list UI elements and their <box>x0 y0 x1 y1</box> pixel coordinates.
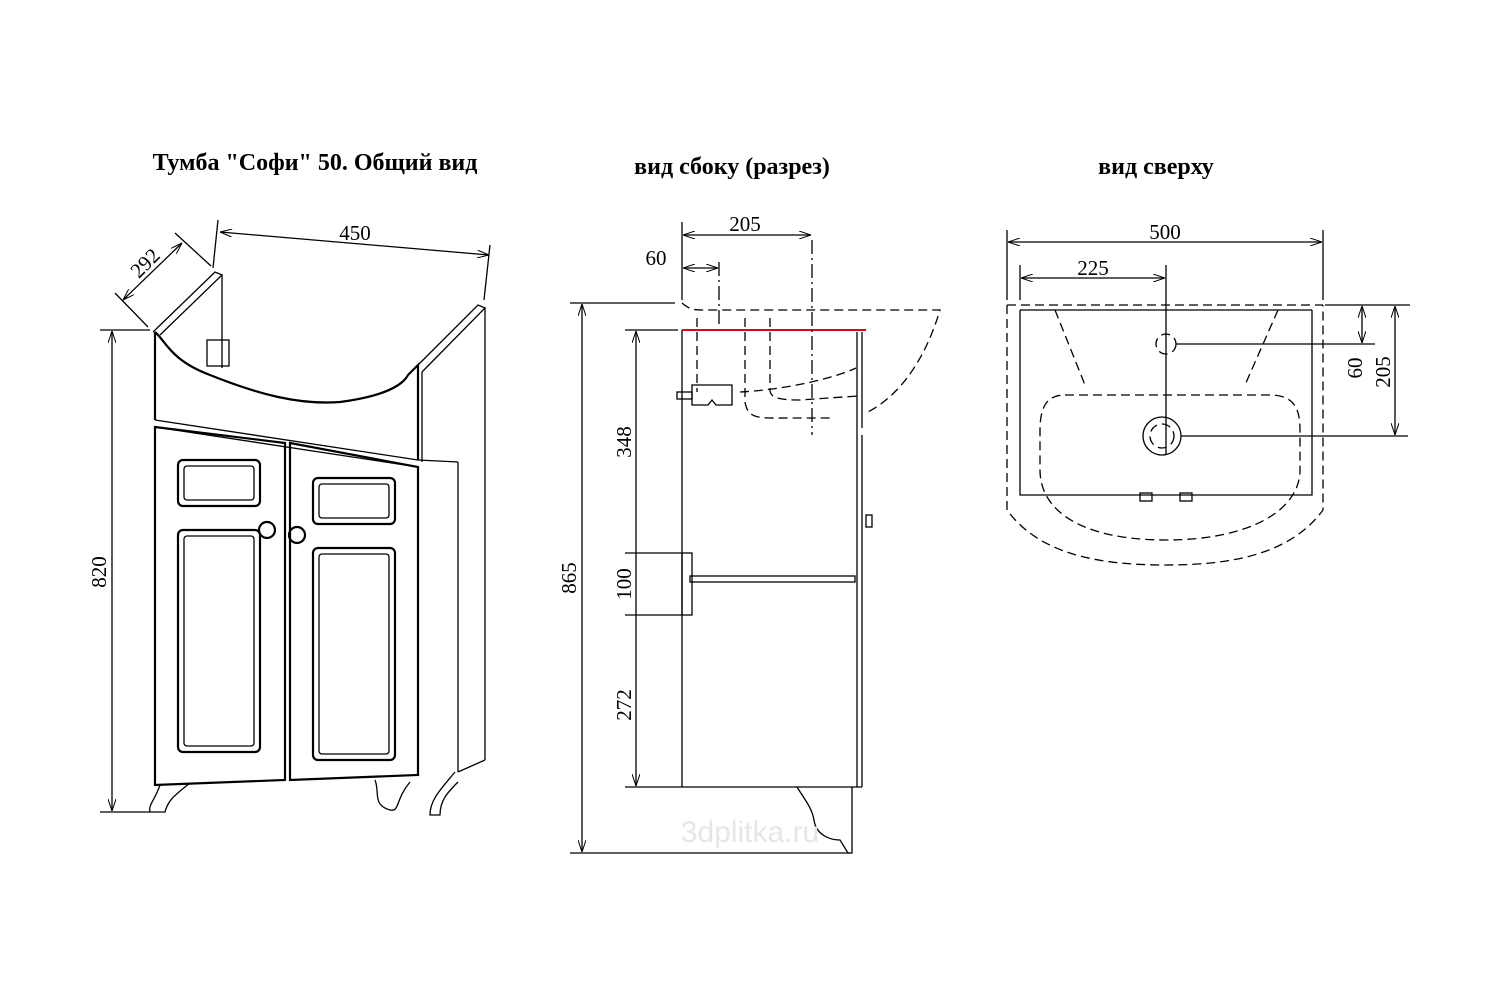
title-top-view: вид сверху <box>1098 154 1214 180</box>
title-general-view: Тумба "Софи" 50. Общий вид <box>153 150 478 176</box>
dimension-292: 292 <box>114 232 212 328</box>
dim-depth-label: 292 <box>125 243 164 282</box>
watermark: 3dplitka.ru <box>681 816 819 849</box>
dim-205-label: 205 <box>729 212 761 236</box>
title-side-view: вид сбоку (разрез) <box>634 154 830 180</box>
shelf <box>689 575 856 583</box>
door-knob-left <box>257 520 277 540</box>
dim-100-label: 100 <box>612 568 636 600</box>
dim-60-top-label: 60 <box>1343 358 1367 379</box>
dim-60-label: 60 <box>646 246 667 270</box>
dim-225-label: 225 <box>1077 256 1109 280</box>
cabinet-side-view <box>676 240 941 854</box>
dimension-820: 820 <box>87 329 150 813</box>
cabinet-general-view <box>149 271 487 816</box>
dim-500-label: 500 <box>1149 220 1181 244</box>
dim-348-label: 348 <box>612 426 636 458</box>
dim-272-label: 272 <box>612 689 636 721</box>
top-view-dimensions: 500 225 60 205 <box>1006 220 1410 435</box>
side-view-dimensions: 205 60 865 348 100 272 <box>557 212 850 854</box>
dimension-450: 450 <box>212 219 491 301</box>
door-knob-right <box>287 525 307 545</box>
sink-top-view <box>1006 265 1408 566</box>
dim-height-label: 820 <box>87 556 111 588</box>
dim-205-top-label: 205 <box>1371 356 1395 388</box>
dim-width-label: 450 <box>339 221 371 245</box>
dim-865-label: 865 <box>557 562 581 594</box>
